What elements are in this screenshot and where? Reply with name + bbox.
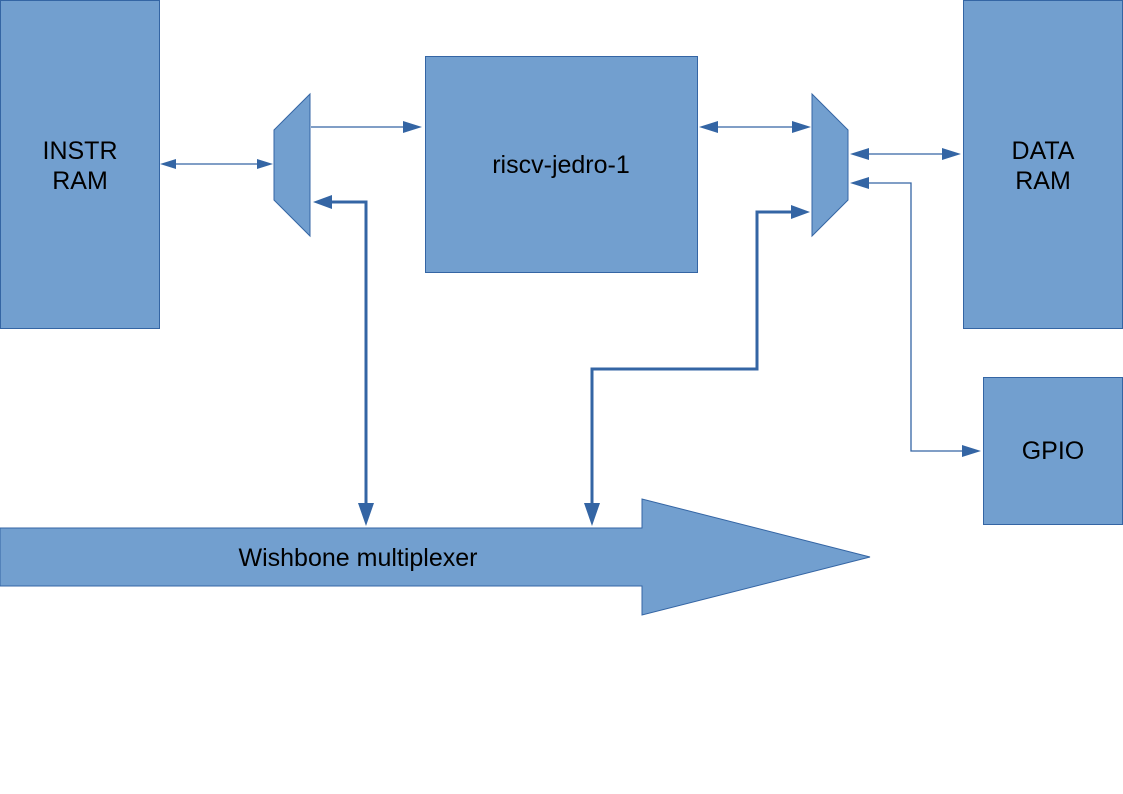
gpio-label: GPIO — [1022, 437, 1085, 465]
wishbone-bus-arrow — [0, 498, 871, 616]
instr-ram-label-line2: RAM — [52, 167, 108, 195]
data-mux-gpio-link — [850, 177, 981, 457]
bus-instr-mux-link — [313, 195, 374, 526]
data-ram-label-line2: RAM — [1015, 167, 1071, 195]
instr-mux-to-cpu-link — [311, 121, 422, 133]
wishbone-bus-label: Wishbone multiplexer — [239, 544, 478, 572]
data-mux-data-ram-link — [850, 148, 961, 160]
data-mux — [811, 92, 849, 238]
instr-ram-label-line1: INSTR — [43, 137, 118, 165]
cpu-label: riscv-jedro-1 — [492, 151, 630, 179]
instr-ram-mux-link — [160, 159, 273, 169]
data-ram-label-line1: DATA — [1012, 137, 1075, 165]
data-ram-block — [963, 0, 1123, 329]
instr-ram-block — [0, 0, 160, 329]
cpu-block — [425, 56, 698, 273]
instr-mux — [273, 92, 311, 238]
bus-data-mux-link — [584, 205, 810, 526]
cpu-data-mux-link — [699, 121, 811, 133]
gpio-block — [983, 377, 1123, 525]
